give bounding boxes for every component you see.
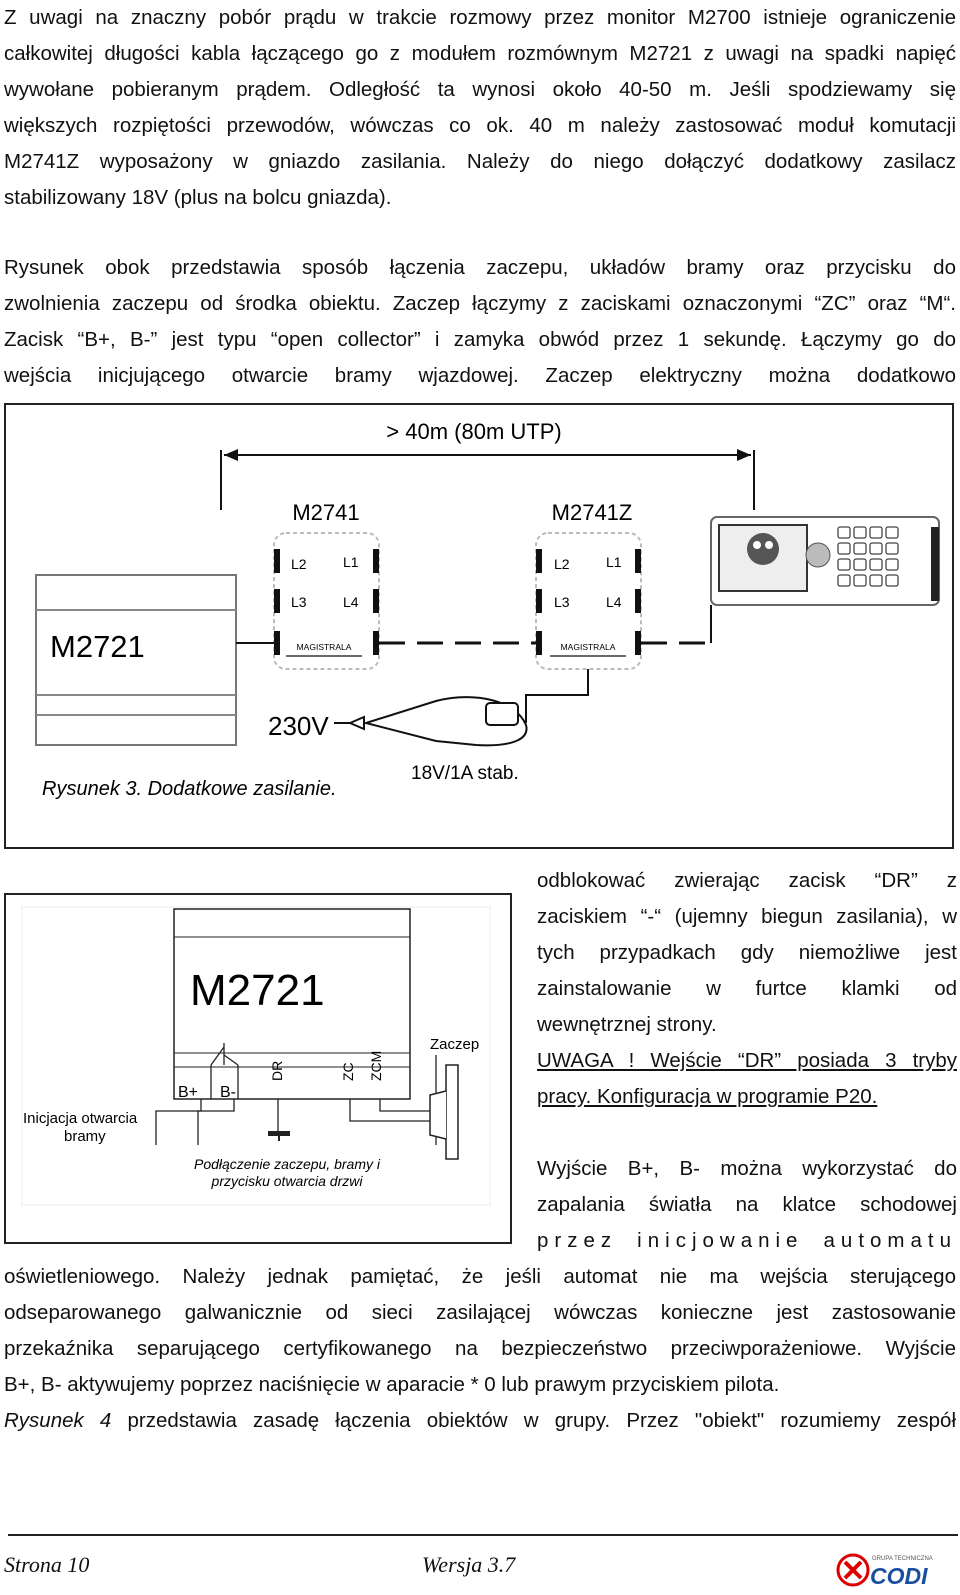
power-supply-icon bbox=[362, 696, 528, 747]
text-line: Zacisk “B+, B-” jest typu “open collecto… bbox=[4, 328, 956, 351]
text-line: Wyjście B+, B- można wykorzystać do bbox=[537, 1157, 957, 1180]
monitor-icon bbox=[710, 516, 940, 606]
figure-2-caption-line2: przycisku otwarcia drzwi bbox=[211, 1173, 364, 1189]
bus-label: MAGISTRALA bbox=[297, 642, 352, 652]
text-line: przekaźnika separującego certyfikowanego… bbox=[4, 1337, 956, 1360]
button-terminal bbox=[268, 1131, 290, 1136]
text-line: przez inicjowanie automatu bbox=[537, 1229, 957, 1252]
panel-m2721-shape bbox=[35, 574, 237, 746]
text-line: tych przypadkach gdy niemożliwe jest bbox=[537, 941, 957, 964]
text-line: Z uwagi na znaczny pobór prądu w trakcie… bbox=[4, 6, 956, 29]
text-line: odseparowanego galwanicznie od sieci zas… bbox=[4, 1301, 956, 1324]
logo-text: CODI bbox=[870, 1563, 928, 1589]
warning-line: pracy. Konfiguracja w programie P20. bbox=[537, 1085, 878, 1108]
terminal-bminus: B- bbox=[220, 1084, 236, 1101]
terminal-l3: L3 bbox=[554, 594, 570, 610]
gate-label-line2: bramy bbox=[64, 1128, 106, 1145]
terminal-bplus: B+ bbox=[178, 1084, 198, 1101]
codi-logo-icon: GRUPA TECHNICZNA CODI bbox=[836, 1553, 933, 1589]
panel-label: M2721 bbox=[50, 629, 145, 664]
text-fragment: przedstawia zasadę łączenia obiektów w g… bbox=[111, 1409, 956, 1432]
figure-additional-power: > 40m (80m UTP) M2721 M2741 L2 L1 L3 L4 … bbox=[4, 403, 954, 849]
text-line: zainstalowanie w furtce klamki od bbox=[537, 977, 957, 1000]
terminal-l1: L1 bbox=[343, 554, 359, 570]
text-line: wewnętrznej strony. bbox=[537, 1013, 717, 1036]
figure-1-caption: Rysunek 3. Dodatkowe zasilanie. bbox=[42, 778, 337, 800]
text-line: wywołane pobieranym prądem. Odległość ta… bbox=[4, 78, 956, 101]
figure-lock-connection: M2721 B+ B- DR ZC ZCM Inicj bbox=[4, 893, 512, 1244]
text-line: stabilizowany 18V (plus na bolcu gniazda… bbox=[4, 186, 392, 209]
terminal-zc: ZC bbox=[340, 1062, 356, 1081]
terminal-zcm: ZCM bbox=[368, 1051, 384, 1081]
terminal-dr: DR bbox=[269, 1061, 285, 1081]
gate-switch-icon bbox=[155, 1127, 199, 1145]
terminal-l2: L2 bbox=[554, 556, 570, 572]
terminal-l4: L4 bbox=[606, 594, 622, 610]
module-b-label: M2741Z bbox=[552, 500, 633, 525]
figure-reference: Rysunek 4 bbox=[4, 1409, 112, 1432]
text-line: całkowitej długości kabla łączącego go z… bbox=[4, 42, 956, 65]
figure-1-diagram: > 40m (80m UTP) M2721 M2741 L2 L1 L3 L4 … bbox=[35, 419, 940, 800]
lock-label: Zaczep bbox=[430, 1036, 479, 1053]
figure-2-diagram: M2721 B+ B- DR ZC ZCM Inicj bbox=[21, 906, 491, 1206]
text-line: zaciskiem “-“ (ujemny biegun zasilania),… bbox=[537, 905, 957, 928]
text-line: Rysunek 4 przedstawia zasadę łączenia ob… bbox=[4, 1403, 956, 1440]
text-line: odblokować zwierając zacisk “DR” z bbox=[537, 869, 957, 892]
codi-logo: GRUPA TECHNICZNA CODI bbox=[836, 1550, 956, 1590]
figure-2-caption-line1: Podłączenie zaczepu, bramy i bbox=[194, 1156, 381, 1172]
bus-label: MAGISTRALA bbox=[561, 642, 616, 652]
text-line: B+, B- aktywujemy poprzez naciśnięcie w … bbox=[4, 1373, 780, 1396]
logo-small-text: GRUPA TECHNICZNA bbox=[872, 1556, 933, 1562]
distance-label: > 40m (80m UTP) bbox=[386, 419, 561, 444]
text-line: zapalania światła na klatce schodowej bbox=[537, 1193, 957, 1216]
psu-label: 18V/1A stab. bbox=[411, 763, 519, 784]
terminal-l3: L3 bbox=[291, 594, 307, 610]
version-label: Wersja 3.7 bbox=[422, 1552, 516, 1577]
text-line: zwolnienia zaczepu od środka obiektu. Za… bbox=[4, 292, 956, 315]
footer-divider bbox=[8, 1534, 958, 1536]
terminal-l4: L4 bbox=[343, 594, 359, 610]
text-line: M2741Z wyposażony w gniazdo zasilania. N… bbox=[4, 150, 956, 173]
lock-icon bbox=[429, 1064, 459, 1160]
text-line: Rysunek obok przedstawia sposób łączenia… bbox=[4, 256, 956, 279]
text-line: wejścia inicjującego otwarcie bramy wjaz… bbox=[4, 364, 956, 387]
text-line: większych rozpiętości przewodów, wówczas… bbox=[4, 114, 956, 137]
gate-label-line1: Inicjacja otwarcia bbox=[23, 1110, 138, 1127]
terminal-l2: L2 bbox=[291, 556, 307, 572]
terminal-l1: L1 bbox=[606, 554, 622, 570]
module-a-label: M2741 bbox=[292, 500, 359, 525]
mains-label: 230V bbox=[268, 711, 329, 741]
text-line: oświetleniowego. Należy jednak pamiętać,… bbox=[4, 1265, 956, 1288]
page-number: Strona 10 bbox=[4, 1552, 90, 1577]
warning-line: UWAGA ! Wejście “DR” posiada 3 tryby bbox=[537, 1049, 957, 1072]
panel-label: M2721 bbox=[190, 966, 325, 1015]
